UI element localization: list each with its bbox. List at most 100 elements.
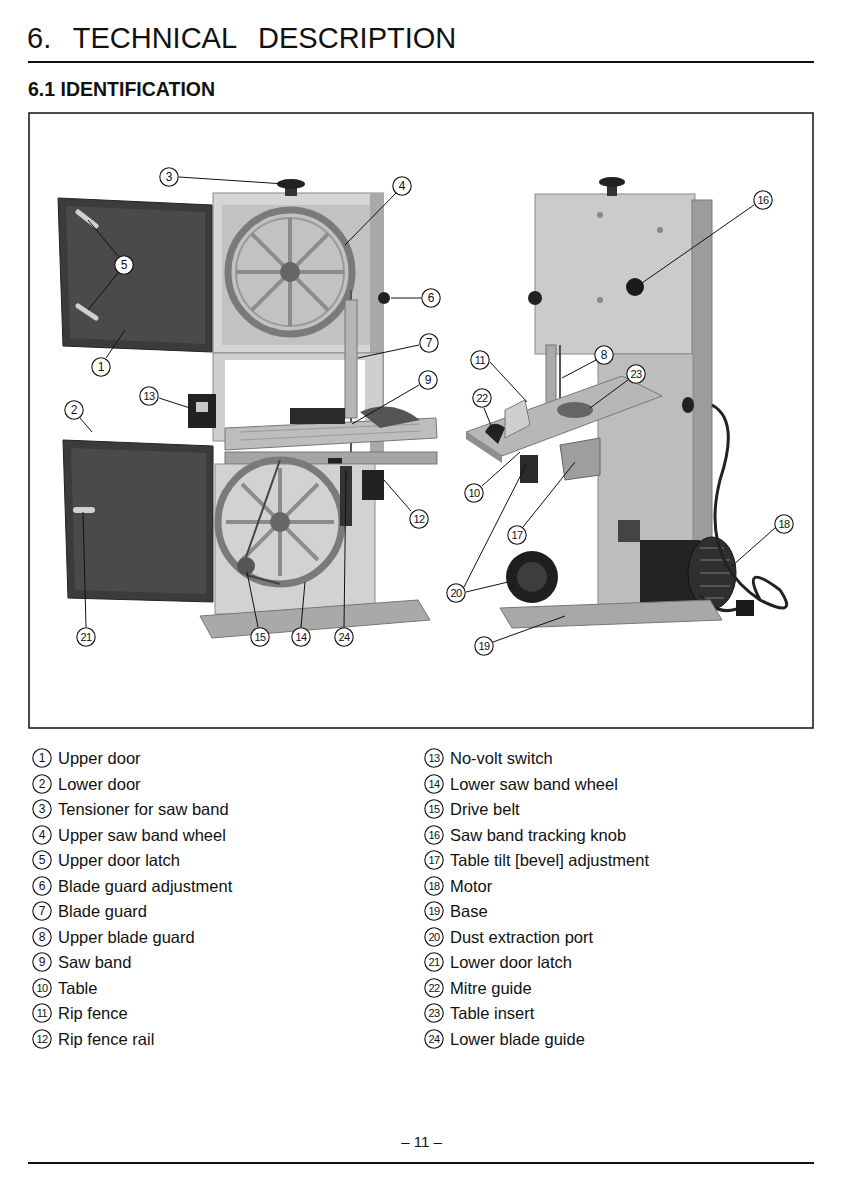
callout-circle-outline	[33, 927, 51, 945]
legend-entry: 20Dust extraction port	[424, 927, 444, 947]
callout-circle-outline	[335, 628, 353, 646]
callout-circle-outline	[627, 365, 645, 383]
leader-line	[466, 582, 508, 592]
callout-number: 11	[470, 350, 490, 370]
callout-circle-outline	[160, 168, 178, 186]
leader-line	[88, 273, 118, 310]
callout-circle-outline	[33, 851, 51, 869]
legend-entry: 18Motor	[424, 876, 444, 896]
leader-line	[159, 398, 190, 408]
callout-number-text: 21	[424, 952, 444, 972]
callout-number: 21	[76, 627, 96, 647]
screw	[597, 297, 603, 303]
cord-grommet	[682, 397, 694, 413]
right-blade-guard	[546, 345, 556, 407]
legend-entry: 21Lower door latch	[424, 952, 444, 972]
figure-frame	[29, 113, 813, 728]
callout-circle-outline	[33, 774, 51, 792]
callout-number-text: 6	[32, 876, 52, 896]
legend-entry: 16Saw band tracking knob	[424, 825, 444, 845]
part-name: Motor	[450, 876, 492, 895]
callout-number-text: 19	[474, 636, 494, 656]
callout-circle-outline	[754, 191, 772, 209]
callout-number-text: 22	[472, 388, 492, 408]
power-cord	[712, 405, 787, 608]
callout-circle-outline	[33, 825, 51, 843]
callout-number: 8	[594, 345, 614, 365]
callout-circle-outline	[425, 1029, 443, 1047]
lower-door-latch	[76, 507, 92, 513]
leader-line	[345, 193, 396, 245]
table-grooves	[240, 424, 420, 440]
callout-number-text: 16	[424, 825, 444, 845]
callout-number: 22	[472, 388, 492, 408]
part-name: Lower door	[58, 774, 141, 793]
legend-entry: 8Upper blade guard	[32, 927, 52, 947]
legend-entry: 12Rip fence rail	[32, 1029, 52, 1049]
callout-number-text: 23	[424, 1003, 444, 1023]
callout-circle-outline	[33, 978, 51, 996]
lower-wheel-spokes	[226, 468, 334, 576]
callout-number-text: 1	[91, 357, 111, 377]
upper-wheel	[228, 210, 352, 334]
right-base	[500, 600, 722, 628]
callout-number: 12	[409, 509, 429, 529]
power-plug	[736, 600, 754, 616]
callout-circle-outline	[115, 256, 133, 274]
upper-door-panel	[66, 206, 205, 344]
callout-number: 3	[159, 167, 179, 187]
part-name: Lower blade guide	[450, 1029, 585, 1048]
callout-circle-outline	[410, 510, 428, 528]
callout-circle-outline	[292, 628, 310, 646]
callout-number: 1	[91, 357, 111, 377]
leader-line	[482, 452, 520, 486]
middle-opening	[225, 360, 365, 430]
callout-circle-outline	[425, 825, 443, 843]
leader-line	[464, 465, 526, 587]
legend-entry: 14Lower saw band wheel	[424, 774, 444, 794]
callout-circle-outline	[508, 526, 526, 544]
callout-circle-outline	[33, 749, 51, 767]
callout-number-text: 13	[139, 386, 159, 406]
part-name: Table insert	[450, 1004, 534, 1023]
part-name: Upper door	[58, 749, 141, 768]
legend-entry: 17Table tilt [bevel] adjustment	[424, 850, 444, 870]
callout-number-text: 6	[421, 288, 441, 308]
callout-number-text: 14	[424, 774, 444, 794]
callout-circle-outline	[425, 800, 443, 818]
callout-number: 10	[464, 483, 484, 503]
legend-entry: 4Upper saw band wheel	[32, 825, 52, 845]
part-name: Lower saw band wheel	[450, 774, 618, 793]
upper-door	[58, 198, 212, 352]
part-name: Drive belt	[450, 800, 520, 819]
tracking-knob	[626, 278, 644, 296]
legend-entry: 3Tensioner for saw band	[32, 799, 52, 819]
part-name: Table	[58, 978, 97, 997]
callout-number-text: 8	[32, 927, 52, 947]
callout-circle-outline	[425, 774, 443, 792]
callout-number: 6	[421, 288, 441, 308]
part-name: Upper door latch	[58, 851, 180, 870]
mitre-guide	[360, 407, 420, 428]
callout-number-text: 9	[32, 952, 52, 972]
legend-entry: 10Table	[32, 978, 52, 998]
callout-circle-outline	[473, 389, 491, 407]
callout-circle-outline	[65, 401, 83, 419]
callout-circle-outline	[33, 902, 51, 920]
callout-number-text: 15	[424, 799, 444, 819]
callout-number: 19	[474, 636, 494, 656]
left-base	[200, 600, 430, 638]
section-heading: 6.1 IDENTIFICATION	[28, 78, 215, 101]
callout-circle-outline	[471, 351, 489, 369]
dust-port-inner	[517, 562, 547, 592]
callout-number-text: 16	[753, 190, 773, 210]
callout-number-text: 11	[32, 1003, 52, 1023]
callout-number: 14	[291, 627, 311, 647]
callout-circle-outline	[33, 953, 51, 971]
right-mitre-guide	[485, 424, 505, 444]
right-tensioner-knob	[599, 177, 625, 187]
leader-line	[358, 345, 419, 358]
leader-line	[344, 470, 346, 627]
part-name: Saw band	[58, 953, 131, 972]
callout-number-text: 18	[424, 876, 444, 896]
